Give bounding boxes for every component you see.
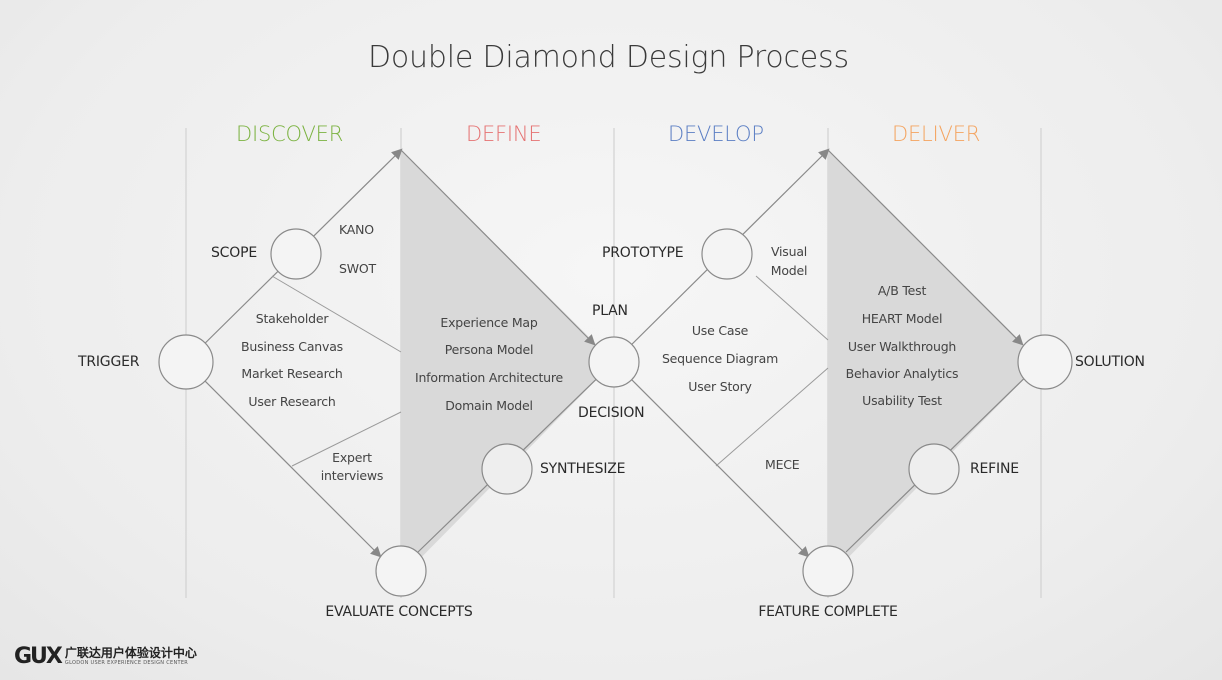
node-label-prototype: PROTOTYPE: [602, 245, 684, 261]
logo-english-text: GLODON USER EXPERIENCE DESIGN CENTER: [64, 660, 189, 666]
phase-discover: DISCOVER: [236, 122, 344, 146]
logo-text: 广联达用户体验设计中心 GLODON USER EXPERIENCE DESIG…: [65, 647, 197, 666]
method-mece: MECE: [765, 457, 800, 472]
node-circle-trigger: [158, 334, 214, 390]
node-circle-scope: [270, 228, 322, 280]
node-circle-plan: [588, 336, 640, 388]
inner-edge: [755, 275, 829, 341]
diamond-edge: [827, 149, 1024, 346]
inner-edge: [715, 367, 829, 467]
diamond-edge: [613, 361, 810, 558]
method-item: Use Case: [691, 323, 749, 338]
method-item: Information Architecture: [414, 370, 564, 385]
node-label-feature-complete: FEATURE COMPLETE: [758, 604, 898, 620]
define-shaded-area: [401, 150, 614, 578]
node-circle-feature-complete: [802, 545, 854, 597]
method-kano: KANO: [339, 222, 374, 237]
method-item: Stakeholder: [255, 311, 329, 326]
logo-chinese-text: 广联达用户体验设计中心: [64, 646, 197, 660]
phase-deliver: DELIVER: [892, 122, 981, 146]
node-label-evaluate: EVALUATE CONCEPTS: [325, 604, 473, 620]
node-label-synthesize: SYNTHESIZE: [540, 461, 626, 477]
diamond-edge: [185, 361, 382, 558]
method-item: Persona Model: [444, 342, 534, 357]
phase-develop: DEVELOP: [668, 122, 764, 146]
method-expert-line1: Expert: [332, 450, 372, 465]
method-visual-line1: Visual: [770, 244, 808, 259]
method-item: Market Research: [241, 366, 343, 381]
node-circle-refine: [908, 443, 960, 495]
node-label-plan: PLAN: [592, 303, 628, 319]
method-item: User Story: [688, 379, 752, 394]
phase-define: DEFINE: [466, 122, 542, 146]
method-expert-line2: interviews: [320, 468, 384, 483]
method-item: Usability Test: [862, 393, 942, 408]
inner-edge: [291, 411, 402, 467]
node-label-refine: REFINE: [970, 461, 1019, 477]
deliver-shaded-area: [828, 150, 1041, 578]
diamond-edge: [400, 149, 596, 346]
node-circle-evaluate: [375, 545, 427, 597]
node-label-decision: DECISION: [578, 405, 645, 421]
node-circle-solution: [1017, 334, 1073, 390]
method-item: Behavior Analytics: [845, 366, 959, 381]
method-item: User Walkthrough: [847, 339, 957, 354]
node-circle-synthesize: [481, 443, 533, 495]
method-item: Business Canvas: [241, 339, 343, 354]
method-item: A/B Test: [877, 283, 927, 298]
inner-edge: [271, 275, 402, 353]
method-item: User Research: [248, 394, 336, 409]
method-item: Experience Map: [440, 315, 538, 330]
method-item: Sequence Diagram: [661, 351, 779, 366]
method-item: HEART Model: [861, 311, 943, 326]
method-swot: SWOT: [339, 261, 376, 276]
node-label-scope: SCOPE: [211, 245, 257, 261]
method-visual-line2: Model: [770, 263, 808, 278]
node-label-solution: SOLUTION: [1075, 354, 1145, 370]
node-label-trigger: TRIGGER: [78, 354, 140, 370]
gux-logo: GUX 广联达用户体验设计中心 GLODON USER EXPERIENCE D…: [14, 644, 197, 669]
diagram-title: Double Diamond Design Process: [368, 40, 849, 75]
method-item: Domain Model: [445, 398, 533, 413]
node-circle-prototype: [701, 228, 753, 280]
logo-mark: GUX: [14, 644, 63, 669]
